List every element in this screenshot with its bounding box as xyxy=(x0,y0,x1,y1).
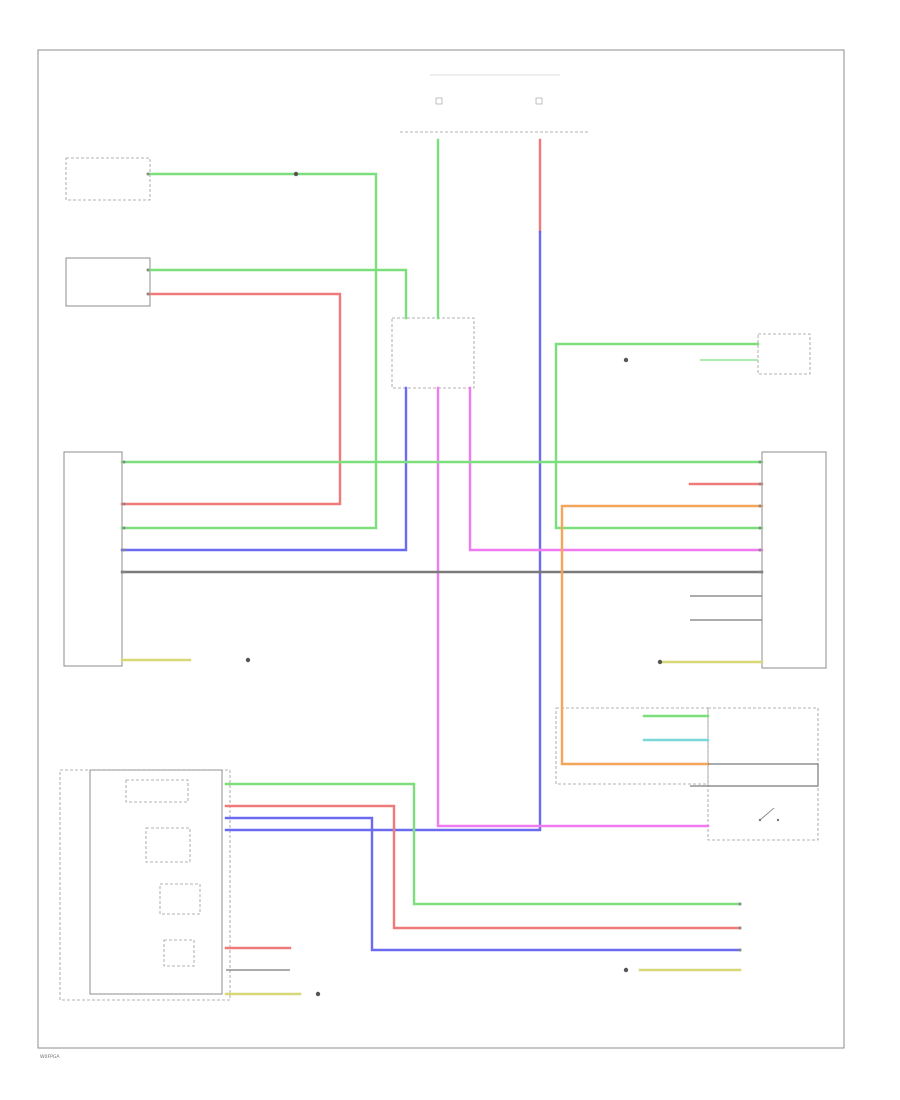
diagram-frame xyxy=(37,49,845,1049)
blue-feed xyxy=(224,230,542,832)
ground-icon xyxy=(245,171,663,997)
bottom-left-module-box xyxy=(89,769,223,995)
green-wire-a xyxy=(120,172,378,530)
right-mid-bracket xyxy=(555,707,709,785)
right-top-component xyxy=(757,333,811,375)
pink-wire-a xyxy=(436,386,710,828)
power-source-area xyxy=(400,74,590,133)
red-wire-bottom xyxy=(224,804,742,930)
left-module-box xyxy=(63,451,123,667)
connector-pin-markers xyxy=(122,172,762,952)
right-module-box xyxy=(761,451,827,669)
green-wire-b xyxy=(148,268,408,320)
blue-wire-bottom xyxy=(224,816,742,952)
blue-wire-a xyxy=(120,386,408,552)
pink-wire-b xyxy=(468,386,764,552)
fuse-icon xyxy=(435,97,443,105)
page-code: W0FPGA xyxy=(40,1054,60,1060)
switch-icon xyxy=(758,807,780,822)
bottom-left-module-outline xyxy=(59,769,231,1001)
orange-wire xyxy=(560,504,764,766)
left-top-component xyxy=(65,157,151,307)
joint-connector xyxy=(391,317,475,389)
fuse-icon xyxy=(535,97,543,105)
green-wire-bottom xyxy=(224,782,742,906)
red-wire-a xyxy=(120,292,342,506)
right-switch-module xyxy=(707,707,819,841)
green-wire-right xyxy=(554,342,764,530)
switch-loop xyxy=(708,763,819,787)
